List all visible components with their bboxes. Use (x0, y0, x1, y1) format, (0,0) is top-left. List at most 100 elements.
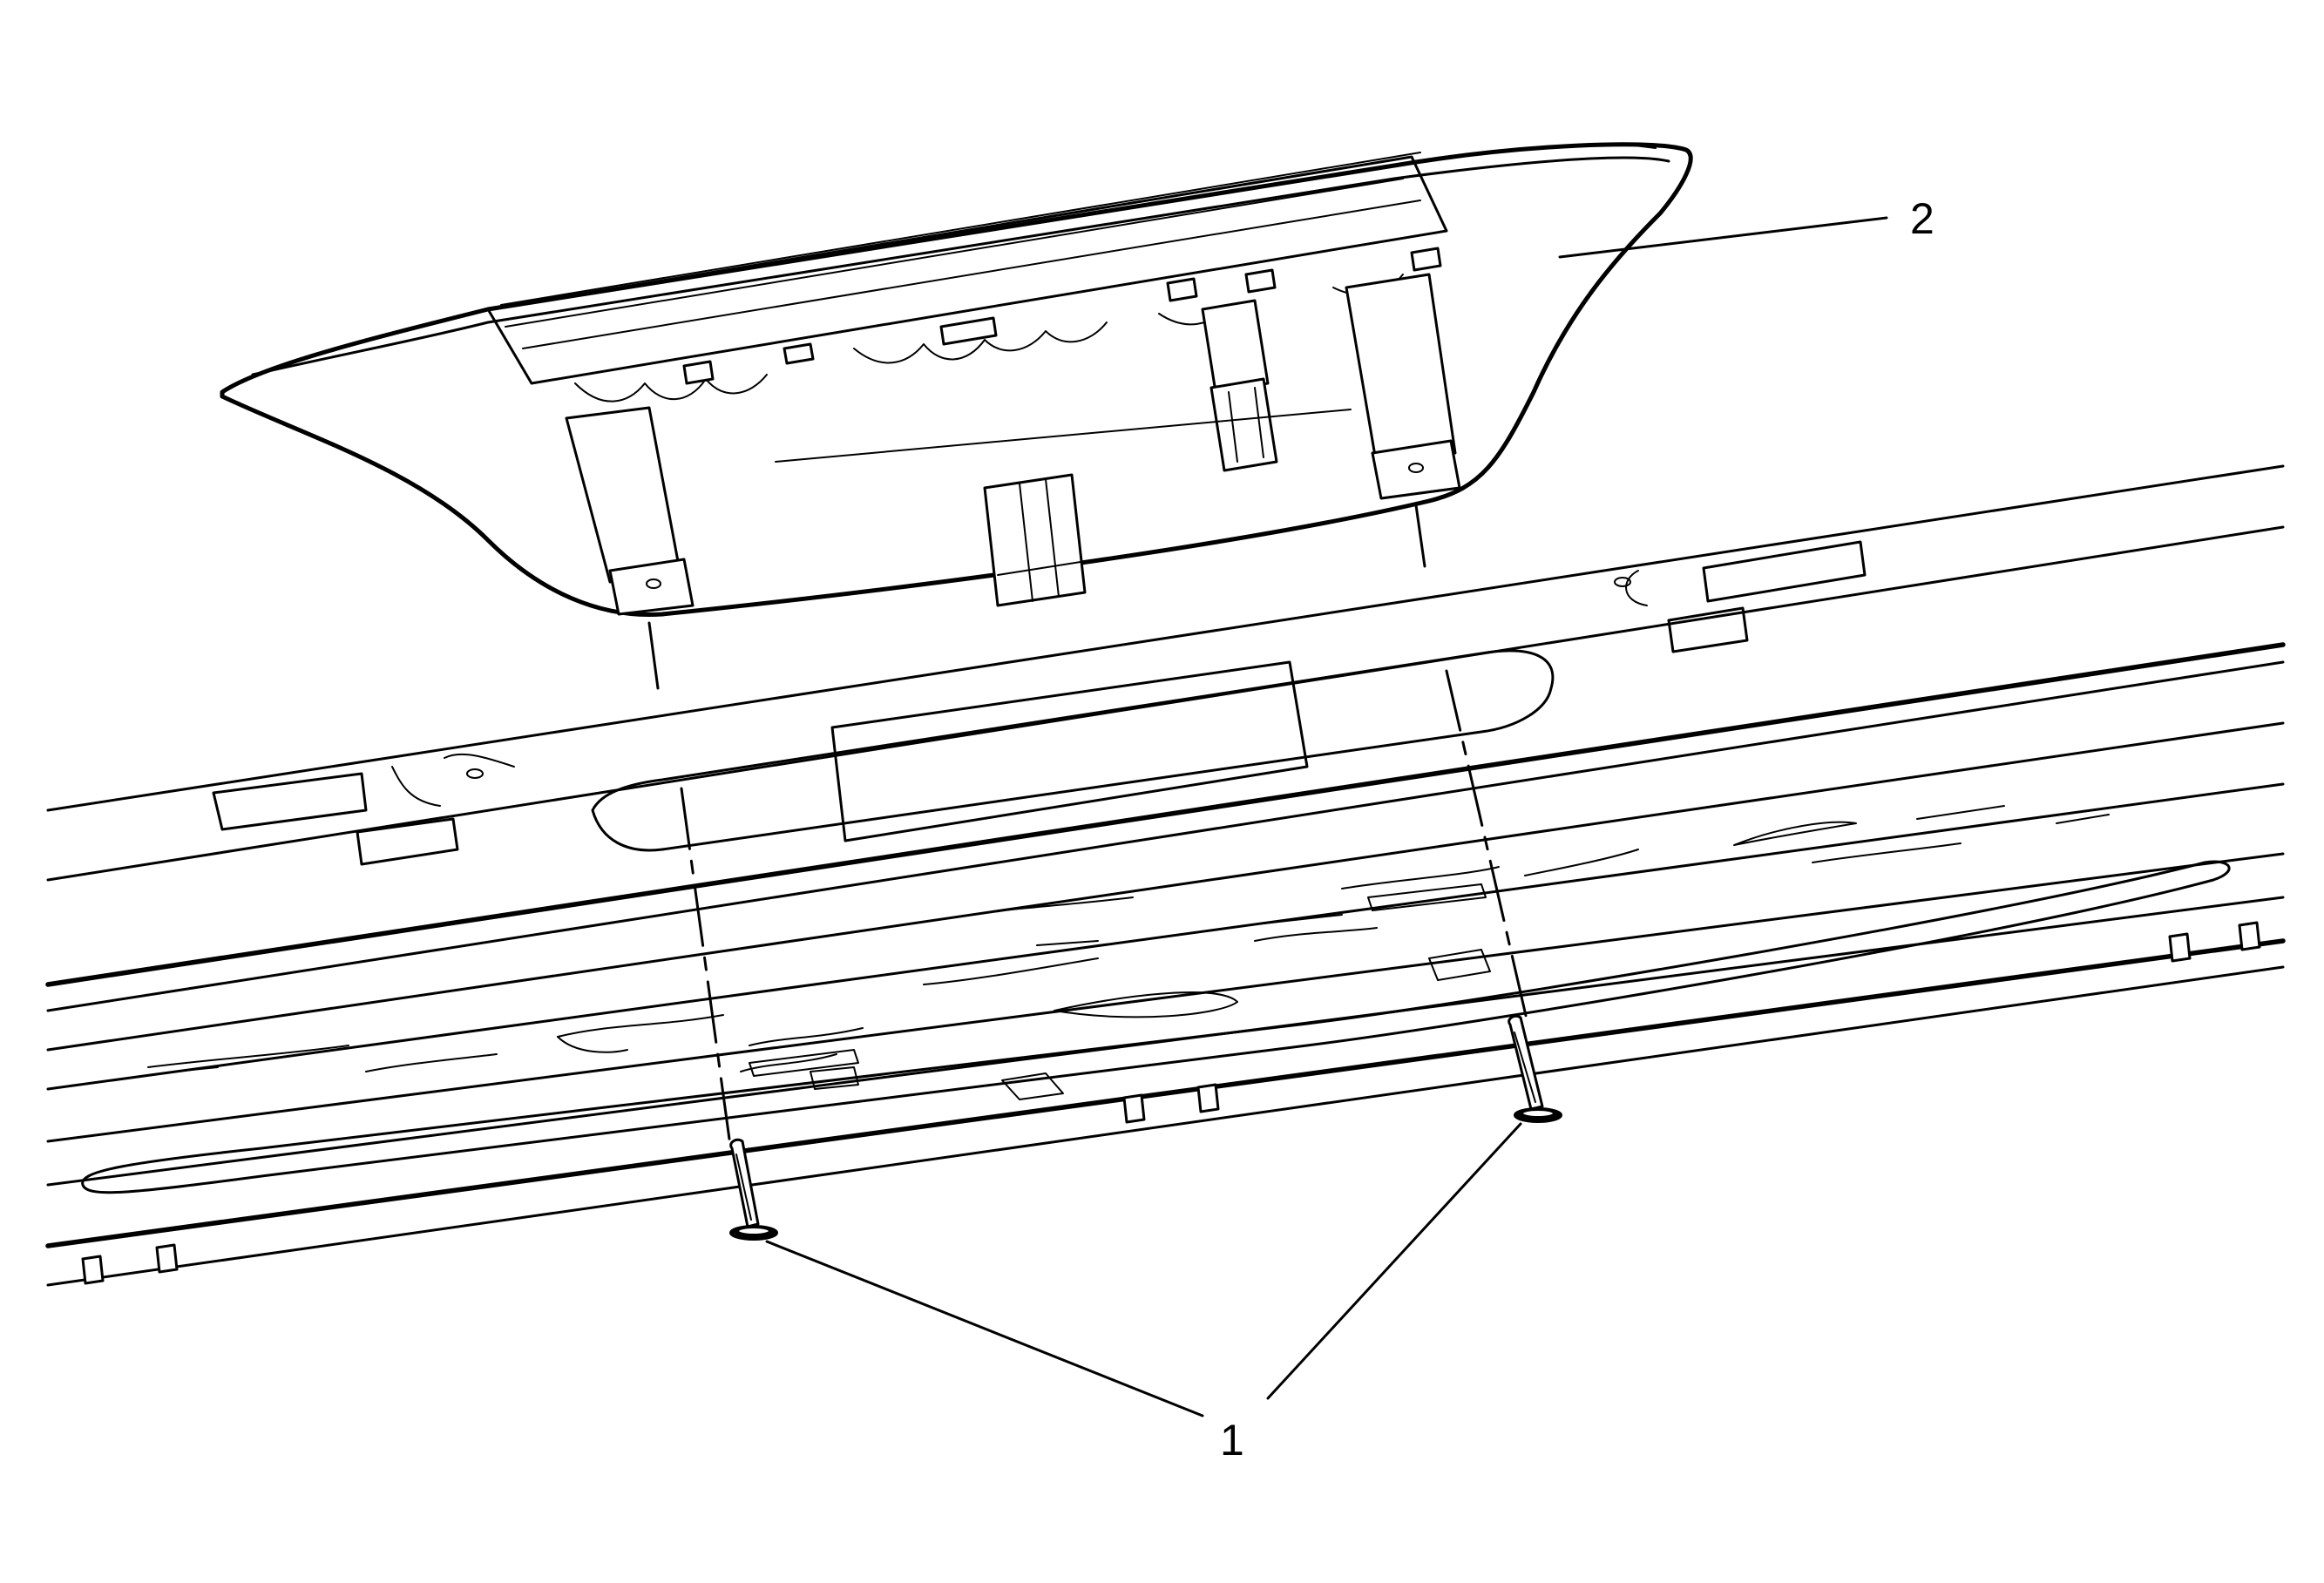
panel-detail (1054, 991, 1238, 1018)
panel-tab (1702, 540, 1867, 603)
lamp-inner-face (486, 155, 1448, 385)
panel-edge-line (46, 464, 2285, 812)
panel-edge-line (46, 782, 2285, 1091)
bulb-bumps (574, 374, 768, 403)
screw-head-face (737, 1227, 770, 1235)
panel-detail (923, 957, 1099, 985)
lamp-inner-face-line (505, 178, 1404, 328)
panel-detail (173, 1066, 219, 1072)
panel-detail (1036, 940, 1099, 946)
panel-detail (557, 1036, 628, 1053)
mounting-panel (45, 464, 2286, 1287)
panel-detail (1001, 896, 1134, 911)
lamp-clip (1410, 247, 1442, 272)
panel-detail (1428, 949, 1491, 981)
alignment-line-left (680, 787, 732, 1147)
panel-edge-line (46, 721, 2285, 1052)
callout-label-1: 1 (1220, 1416, 1244, 1465)
edge-clip (2168, 932, 2192, 963)
panel-detail (1341, 866, 1500, 890)
lamp-clip (783, 342, 815, 365)
panel-detail (1001, 1072, 1064, 1100)
lamp-connector-line (1228, 391, 1238, 463)
left-boss-foot (608, 558, 694, 616)
edge-clip (81, 1255, 105, 1285)
panel-detail (749, 1049, 859, 1077)
right-boss-hole (1408, 463, 1424, 473)
panel-detail (1254, 927, 1378, 942)
panel-tab (356, 817, 459, 866)
panel-edge-line (46, 525, 2285, 882)
panel-detail (1367, 883, 1487, 911)
panel-tab (1667, 606, 1749, 653)
screw-thread (1514, 1032, 1536, 1103)
screw-shank (729, 1138, 760, 1228)
left-boss-hole (646, 578, 661, 589)
lamp-connector (1201, 299, 1270, 394)
edge-clip (1122, 1093, 1146, 1124)
callout-leader-1-right (1266, 1122, 1522, 1400)
lamp-locating-tab-line (1045, 478, 1060, 598)
panel-detail (810, 1066, 859, 1090)
panel-detail (365, 1053, 498, 1072)
panel-tab (212, 772, 368, 831)
lamp-locating-tab (983, 473, 1087, 607)
right-boss-foot (1371, 439, 1461, 500)
panel-detail (1812, 842, 1962, 863)
panel-hole (1614, 577, 1631, 587)
panel-detail (1524, 849, 1639, 876)
lamp-inner-face-line (522, 200, 1421, 349)
alignment-line-left-upper (647, 621, 660, 690)
panel-detail (1625, 570, 1648, 606)
alignment-line-right-upper (1414, 504, 1426, 568)
lamp-clip (682, 360, 715, 385)
screw-right (1508, 1014, 1562, 1123)
screw-head-face (1521, 1109, 1555, 1118)
panel-detail (147, 1045, 349, 1068)
edge-clip (1196, 1083, 1220, 1113)
panel-edge-line (46, 852, 2285, 1143)
panel-edge-line (46, 965, 2285, 1287)
lamp-locating-tab-line (1019, 483, 1033, 602)
callout-leader-2 (1558, 216, 1888, 259)
lamp-pocket (591, 649, 1555, 852)
lamp-clip (939, 316, 998, 346)
callout-leader-1-left (765, 1240, 1204, 1417)
panel-detail (1263, 914, 1343, 924)
lamp-lens-ridge (1620, 143, 1657, 149)
lamp-clip (1166, 277, 1198, 302)
high-mount-stop-lamp (220, 142, 1693, 618)
lamp-locating-tab-line (997, 561, 1081, 576)
lamp-lens-ridge (251, 156, 1670, 376)
panel-edge-line (45, 938, 2286, 1248)
panel-detail (444, 753, 515, 768)
lamp-housing (220, 142, 1693, 618)
alignment-line-right (1445, 669, 1528, 1021)
bulb-bumps (853, 321, 1108, 364)
screw-thread (735, 1153, 752, 1221)
panel-detail (740, 1053, 837, 1072)
lamp-body-line (775, 409, 1352, 463)
alignment-lines (647, 504, 1528, 1147)
panel-detail (2056, 814, 2110, 824)
lamp-connector-plug (1209, 377, 1278, 472)
callouts: 2 1 (765, 194, 1934, 1465)
panel-hole (466, 768, 484, 779)
panel-edge-line (46, 660, 2285, 1012)
panel-edge-line (45, 642, 2286, 987)
edge-clip (155, 1243, 179, 1274)
screw-left (729, 1138, 778, 1241)
lamp-connector-line (1254, 387, 1264, 458)
screw-shank (1508, 1014, 1544, 1111)
panel-detail (557, 1014, 724, 1038)
panel-detail (1916, 805, 2005, 820)
edge-clip (2238, 921, 2261, 951)
lamp-pocket-block (830, 660, 1309, 842)
lamp-clip (1244, 268, 1277, 294)
panel-detail (1733, 821, 1857, 846)
lamp-lens-ridge (500, 152, 1421, 306)
panel-detail (391, 766, 441, 807)
panel-detail (749, 1027, 864, 1046)
callout-label-2: 2 (1910, 194, 1934, 243)
